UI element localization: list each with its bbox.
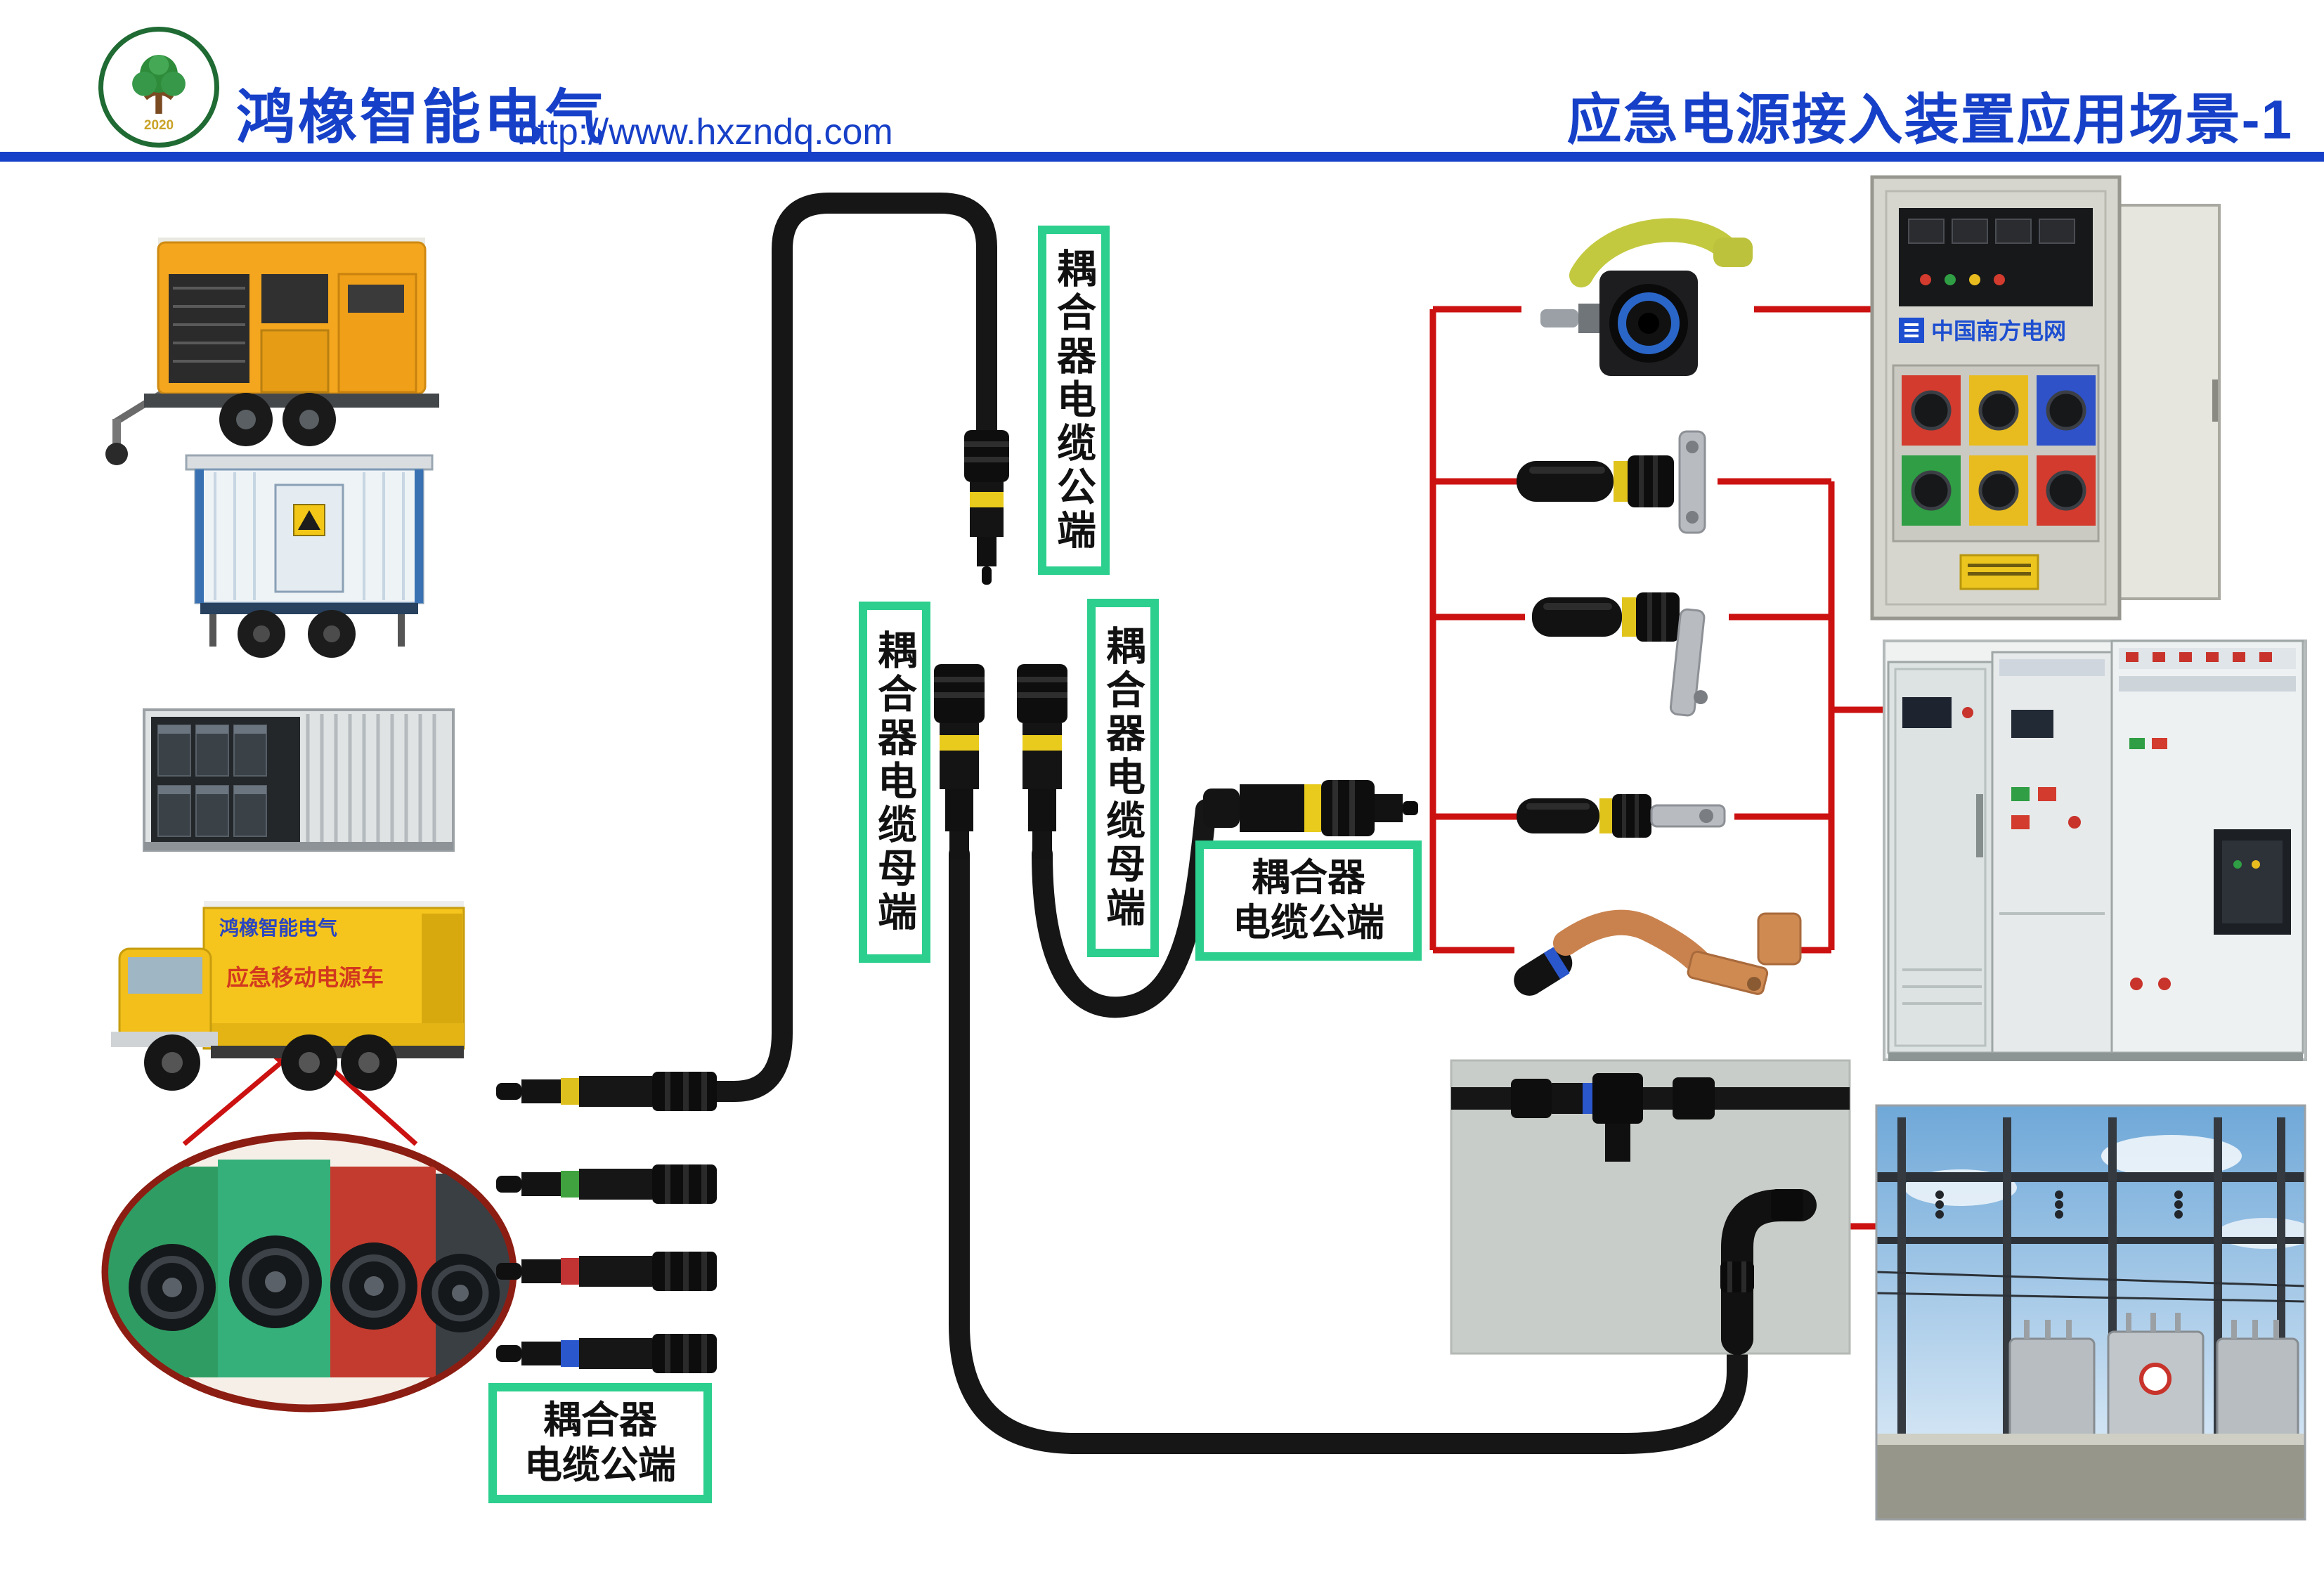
- company-logo: 2020: [98, 27, 219, 148]
- label-text: 耦合器电缆公端: [1051, 247, 1096, 553]
- label-coupler-cable-male-mid: 耦合器 电缆公端: [1195, 841, 1422, 961]
- coupler-with-bracket-image: [1517, 430, 1706, 534]
- coupler-male-connector-top: [964, 430, 1009, 585]
- coupler-female-connector-right: [1017, 664, 1067, 859]
- truck-box-brand: 鸿橡智能电气: [219, 916, 337, 939]
- substation-photo-image: [1875, 1104, 2306, 1521]
- stacked-connector-green: [496, 1164, 717, 1204]
- panel-coupler-image: [1540, 218, 1753, 376]
- cable-bottom-run: [949, 843, 1748, 1454]
- coupler-with-flat-lug-image: [1517, 794, 1726, 838]
- coupler-male-connector-mid: [1203, 780, 1418, 836]
- label-line1: 耦合器: [543, 1399, 657, 1441]
- generator-trailer-image: [105, 238, 439, 465]
- label-coupler-cable-female-left: 耦合器电缆母端: [859, 602, 930, 963]
- label-text: 耦合器电缆母端: [872, 630, 917, 935]
- grid-cabinet-brand: 中国南方电网: [1931, 318, 2066, 344]
- tree-logo-icon: 2020: [108, 36, 210, 138]
- cable-main-loop: [705, 193, 997, 1102]
- coupler-female-connector-left: [934, 664, 985, 859]
- logo-year: 2020: [144, 118, 174, 133]
- label-coupler-cable-male-top: 耦合器电缆公端: [1038, 226, 1110, 575]
- grid-distribution-cabinet-image: 中国南方电网: [1870, 175, 2221, 621]
- label-coupler-cable-female-right: 耦合器电缆母端: [1087, 599, 1159, 957]
- header-divider: [0, 152, 2324, 162]
- page-title: 应急电源接入装置应用场景-1: [1566, 89, 2293, 150]
- power-truck-image: 鸿橡智能电气 应急移动电源车: [111, 901, 465, 1091]
- coupler-with-angled-lug-image: [1532, 592, 1708, 717]
- truck-side-text: 应急移动电源车: [226, 965, 384, 990]
- connection-lines: [1429, 306, 1884, 1230]
- label-line1: 耦合器: [1252, 857, 1365, 899]
- switchgear-cabinets-image: [1883, 640, 2307, 1061]
- busbar-adapter-panel-image: [1450, 1059, 1851, 1355]
- label-line2: 电缆公端: [524, 1443, 676, 1486]
- label-line2: 电缆公端: [1233, 901, 1384, 944]
- stacked-connector-yellow: [496, 1072, 717, 1111]
- transformer-trailer-image: [185, 454, 434, 658]
- header: 2020 鸿橡智能电气 http://www.hxzndq.com 应急电源接入…: [0, 0, 2324, 163]
- label-text: 耦合器电缆母端: [1101, 625, 1145, 930]
- stacked-connector-red: [496, 1252, 717, 1291]
- company-name: 鸿橡智能电气: [236, 84, 608, 150]
- stacked-coupler-connectors: [496, 1072, 717, 1373]
- socket-closeup-image: [101, 1131, 517, 1413]
- battery-container-image: [143, 708, 455, 852]
- stacked-connector-blue: [496, 1334, 717, 1373]
- website-link[interactable]: http://www.hxzndq.com: [517, 112, 893, 152]
- copper-elbow-lug-image: [1514, 909, 1802, 996]
- label-coupler-cable-male-bottom: 耦合器 电缆公端: [488, 1383, 712, 1504]
